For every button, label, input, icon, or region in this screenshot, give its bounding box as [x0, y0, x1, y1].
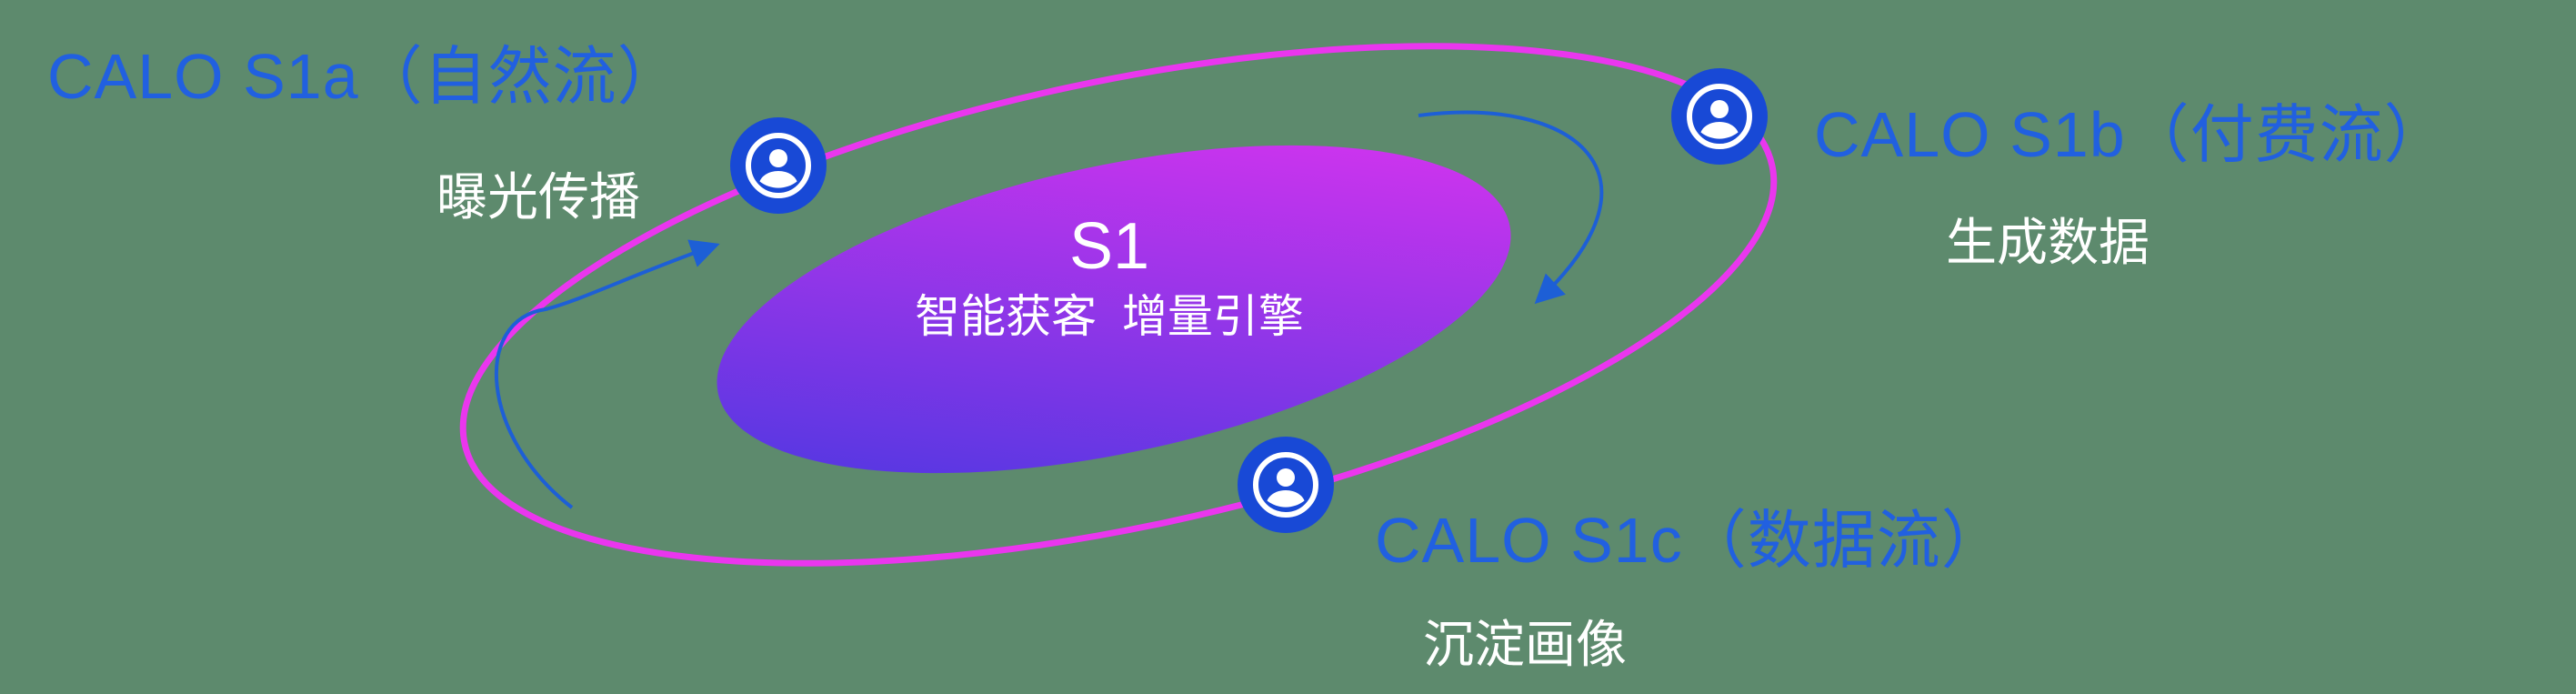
node-s1b-title: CALO S1b（付费流） — [1814, 99, 2449, 170]
flow-arrow-left — [495, 239, 720, 509]
node-s1a-title: CALO S1a（自然流） — [47, 41, 682, 112]
node-s1c-subtitle: 沉淀画像 — [1423, 616, 1627, 673]
flow-arrow-right — [1418, 110, 1604, 305]
node-s1a-subtitle: 曝光传播 — [436, 168, 640, 226]
user-icon — [730, 117, 827, 214]
user-icon — [1238, 437, 1334, 533]
node-s1c-title: CALO S1c（数据流） — [1375, 505, 2006, 576]
center-subtitle: 智能获客 增量引擎 — [915, 291, 1304, 343]
center-ellipse — [717, 145, 1511, 474]
user-icon — [1671, 68, 1768, 165]
center-title: S1 — [1068, 210, 1150, 283]
node-s1b-subtitle: 生成数据 — [1946, 214, 2150, 271]
orbit-ring — [459, 43, 1778, 567]
node-s1c — [1238, 437, 1334, 533]
center-label: S1 智能获客 增量引擎 — [915, 210, 1304, 343]
node-s1a — [730, 117, 827, 214]
node-s1b — [1671, 68, 1768, 165]
